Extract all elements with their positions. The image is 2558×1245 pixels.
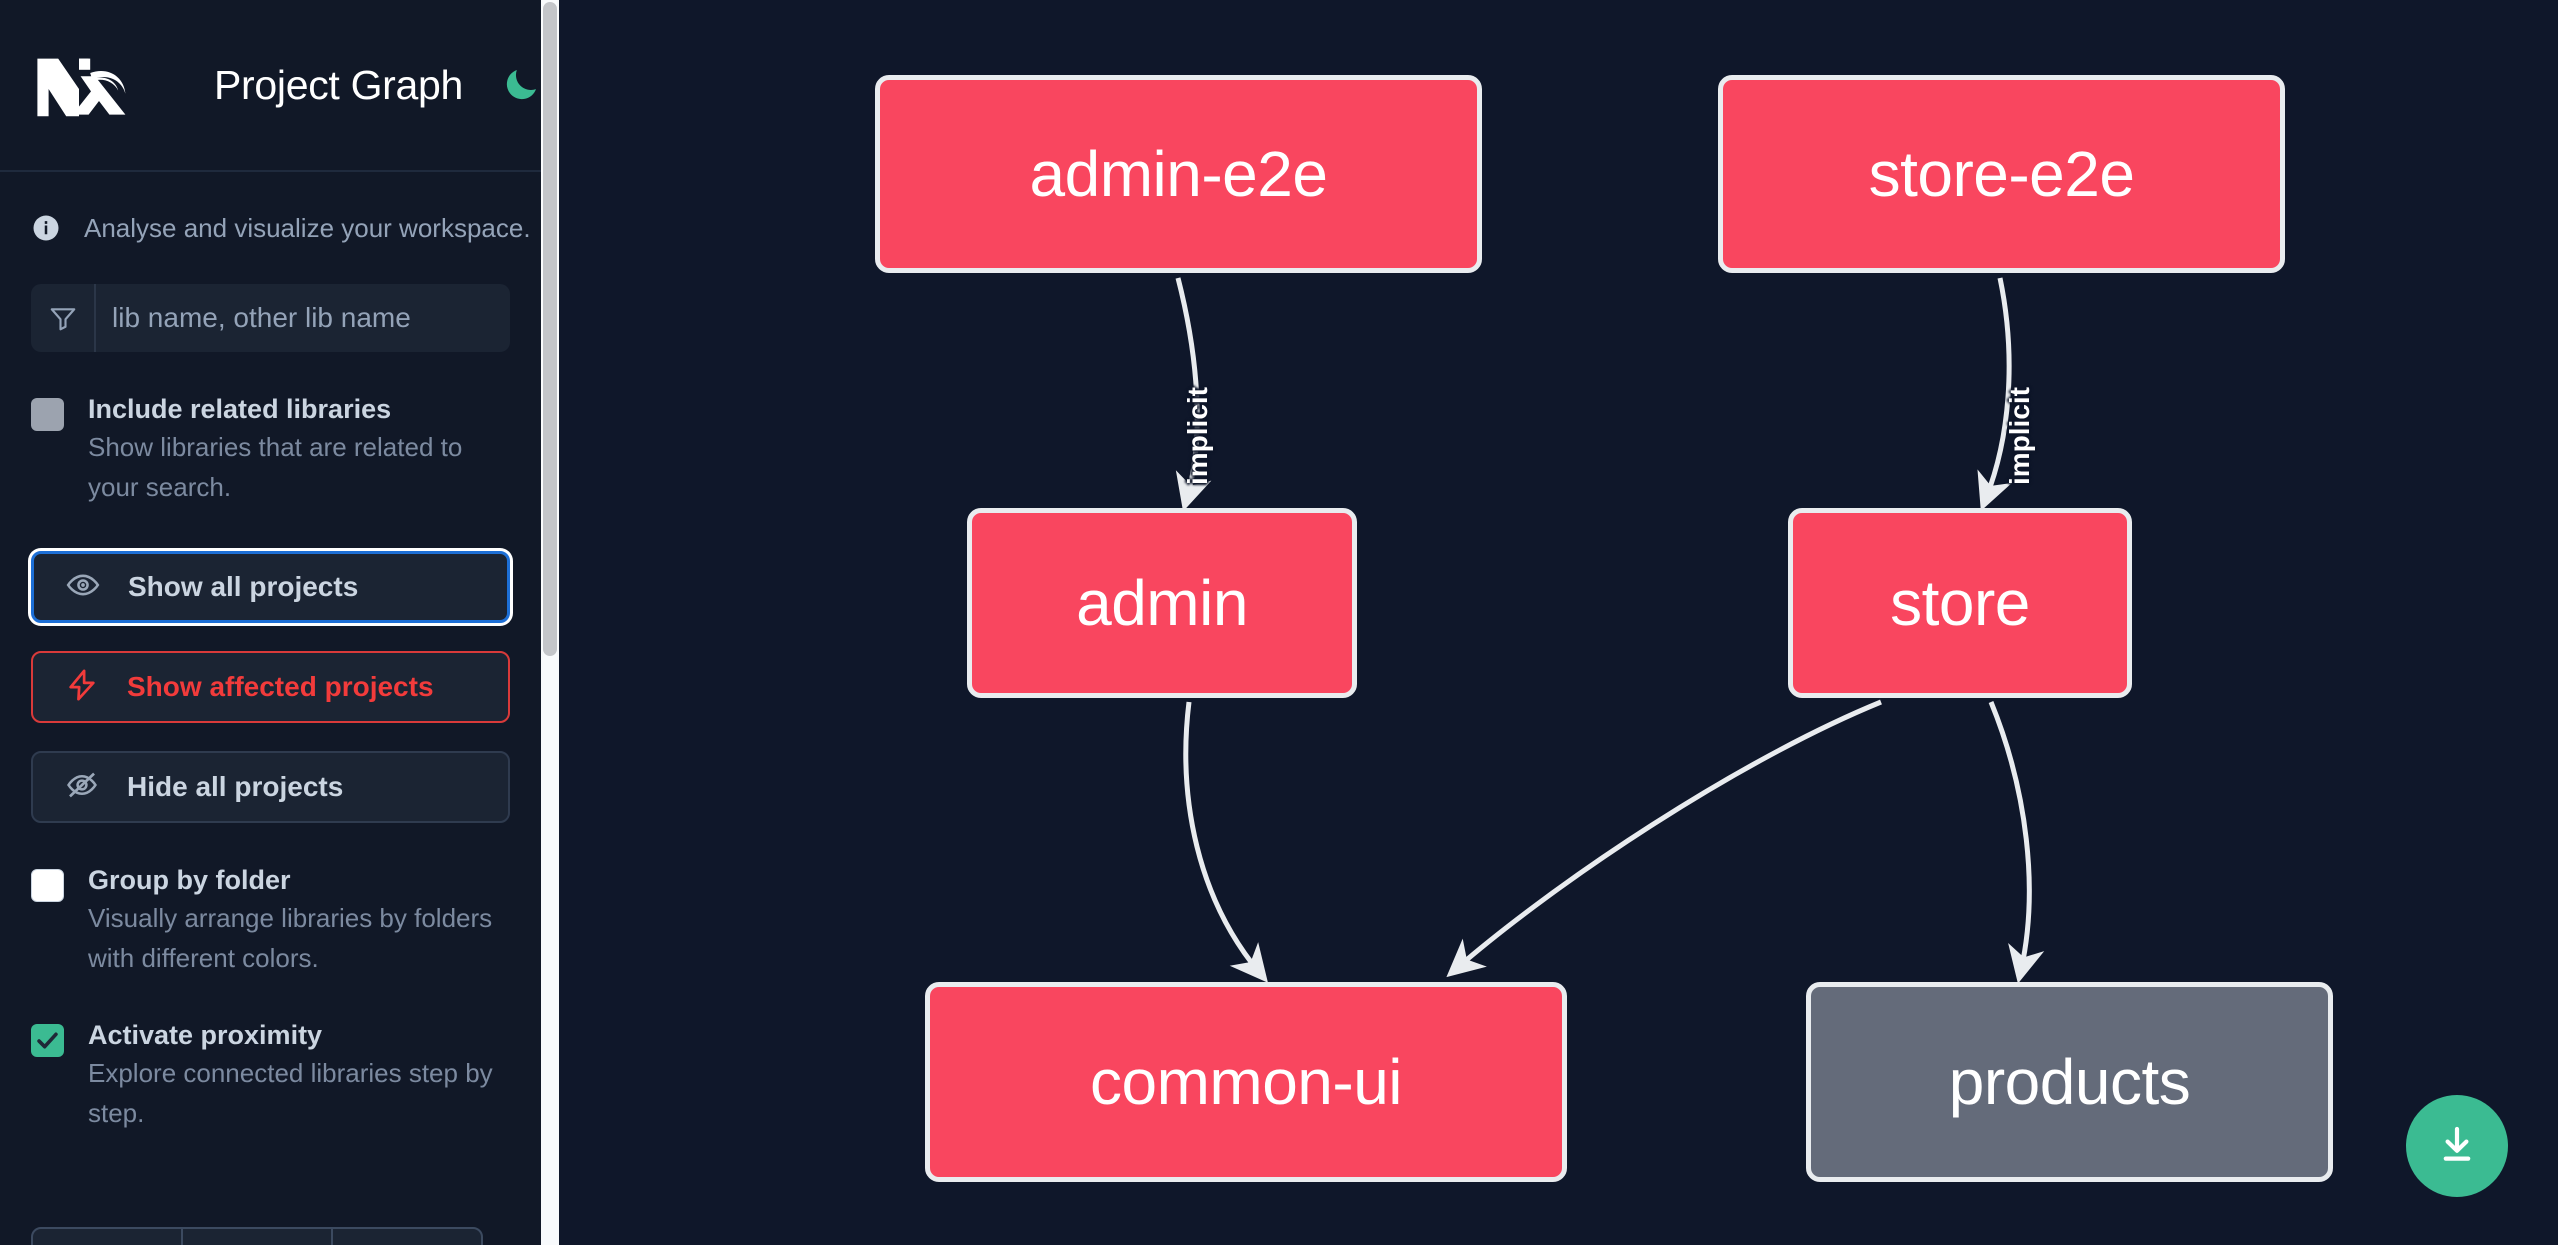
download-graph-button[interactable] [2406,1095,2508,1197]
graph-node-label: admin [1076,567,1248,639]
show-affected-projects-button[interactable]: Show affected projects [31,651,510,723]
nx-logo-icon [31,49,127,121]
graph-node-products[interactable]: products [1806,982,2333,1182]
sidebar-content: Project Graph Analyse and visualize yo [0,0,541,1245]
graph-node-label: products [1948,1046,2191,1118]
graph-node-label: store-e2e [1868,138,2135,210]
graph-node-common-ui[interactable]: common-ui [925,982,1567,1182]
segment-3[interactable] [333,1229,481,1245]
workspace-info-text: Analyse and visualize your workspace. [84,212,531,243]
sidebar-header: Project Graph [0,0,541,172]
edge-admin-e2e-admin [1175,277,1212,512]
checkbox-activate-proximity[interactable]: Activate proximity Explore connected lib… [0,1017,541,1133]
graph-node-store-e2e[interactable]: store-e2e [1718,75,2285,273]
sidebar: Project Graph Analyse and visualize yo [0,0,559,1245]
info-icon [31,213,61,243]
show-affected-projects-label: Show affected projects [127,671,434,702]
edge-store-e2e-store [1977,277,2012,512]
checkbox-label-group-by-folder: Group by folder [88,865,291,895]
graph-node-admin[interactable]: admin [967,508,1357,698]
hide-all-projects-button[interactable]: Hide all projects [31,751,510,823]
edge-admin-common-ui [1183,701,1268,983]
hide-all-projects-label: Hide all projects [127,771,344,802]
graph-edges [1175,277,2045,984]
filter-field[interactable] [31,284,510,352]
search-input[interactable] [96,284,510,352]
workspace-info: Analyse and visualize your workspace. [0,172,541,284]
checkbox-box-include-related[interactable] [31,398,64,431]
filter-icon [31,284,96,352]
checkbox-desc-activate-proximity: Explore connected libraries step by step… [88,1058,493,1128]
graph-node-label: admin-e2e [1029,138,1328,210]
checkbox-group-by-folder[interactable]: Group by folder Visually arrange librari… [0,862,541,978]
checkbox-include-related-libraries[interactable]: Include related libraries Show libraries… [0,391,541,507]
eye-icon [66,568,100,607]
edge-store-products [1988,701,2045,984]
graph-node-store[interactable]: store [1788,508,2132,698]
graph-node-label: store [1890,567,2030,639]
checkbox-label-activate-proximity: Activate proximity [88,1020,323,1050]
moon-icon[interactable] [501,64,541,106]
lightning-icon [65,668,99,707]
project-graph-canvas[interactable]: admin-e2e store-e2e admin store common-u… [559,0,2558,1245]
checkbox-desc-include-related: Show libraries that are related to your … [88,432,463,502]
page-title: Project Graph [214,61,464,108]
checkbox-desc-group-by-folder: Visually arrange libraries by folders wi… [88,903,493,973]
sidebar-scrollbar[interactable] [541,0,559,1245]
graph-node-admin-e2e[interactable]: admin-e2e [875,75,1482,273]
segment-2[interactable] [183,1229,333,1245]
project-action-buttons: Show all projects Show affected projects [0,551,541,823]
sidebar-scrollbar-thumb[interactable] [543,2,557,656]
show-all-projects-label: Show all projects [128,571,359,602]
edge-store-common-ui [1446,699,1882,978]
checkbox-box-group-by-folder[interactable] [31,869,64,902]
eye-off-icon [65,768,99,807]
graph-node-label: common-ui [1089,1046,1403,1118]
checkbox-label-include-related: Include related libraries [88,394,392,424]
edge-label-admin-implicit: implicit [1182,386,1214,486]
segment-1[interactable] [33,1229,183,1245]
edge-label-store-implicit: implicit [2004,386,2036,486]
proximity-segmented-control[interactable] [31,1227,483,1245]
show-all-projects-button[interactable]: Show all projects [31,551,510,623]
download-icon [2443,1126,2471,1161]
checkbox-box-activate-proximity[interactable] [31,1024,64,1057]
